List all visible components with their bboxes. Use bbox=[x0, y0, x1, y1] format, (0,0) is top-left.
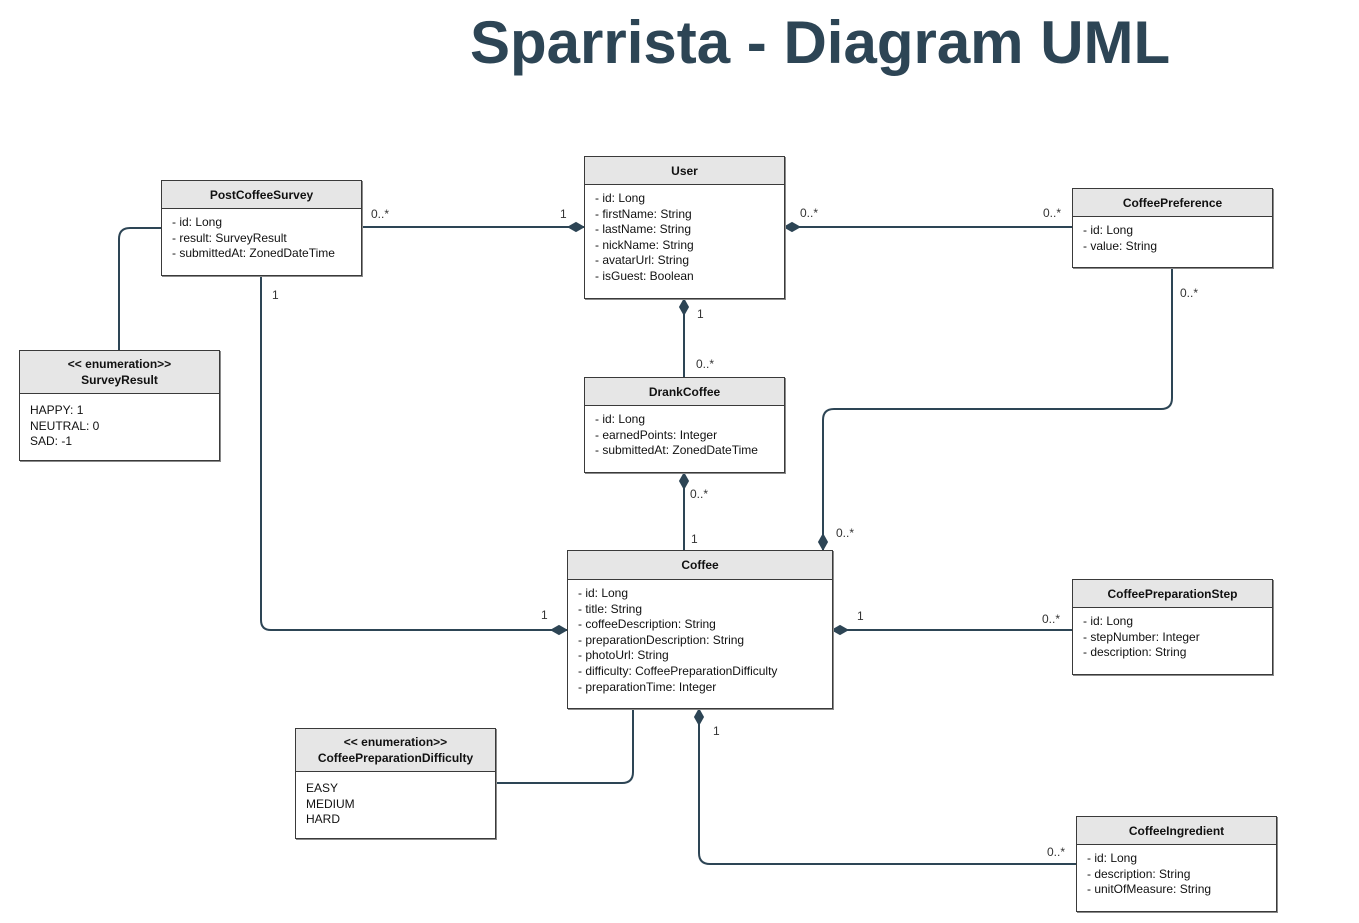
class-drank-coffee[interactable]: DrankCoffee - id: Long - earnedPoints: I… bbox=[584, 377, 785, 473]
enum-survey-result-header: << enumeration>> SurveyResult bbox=[20, 351, 219, 394]
enum-value: SAD: -1 bbox=[30, 434, 73, 449]
enum-coffee-preparation-difficulty[interactable]: << enumeration>> CoffeePreparationDiffic… bbox=[295, 728, 496, 839]
attribute: - unitOfMeasure: String bbox=[1087, 882, 1212, 897]
attribute: - value: String bbox=[1083, 238, 1158, 253]
enum-value: NEUTRAL: 0 bbox=[30, 418, 100, 433]
multiplicity-label: 1 bbox=[697, 307, 704, 321]
attribute: - id: Long bbox=[578, 586, 629, 600]
class-coffee[interactable]: Coffee - id: Long - title: String - coff… bbox=[567, 550, 833, 709]
composition-diamond-user-bottom bbox=[678, 297, 690, 317]
class-coffee-preparation-step[interactable]: CoffeePreparationStep - id: Long - stepN… bbox=[1072, 579, 1273, 675]
enum-survey-result-name: SurveyResult bbox=[81, 373, 158, 387]
enum-coffee-preparation-difficulty-name: CoffeePreparationDifficulty bbox=[317, 751, 474, 765]
class-coffee-preference[interactable]: CoffeePreference - id: Long - value: Str… bbox=[1072, 188, 1273, 268]
attribute: - id: Long bbox=[172, 215, 223, 229]
multiplicity-label: 1 bbox=[272, 288, 279, 302]
class-coffee-name: Coffee bbox=[568, 551, 832, 580]
attribute: - firstName: String bbox=[595, 206, 692, 221]
class-user[interactable]: User - id: Long - firstName: String - la… bbox=[584, 156, 785, 299]
composition-diamond-user-left bbox=[566, 221, 586, 233]
attribute: - photoUrl: String bbox=[578, 648, 669, 663]
class-drank-coffee-attributes: - id: Long - earnedPoints: Integer - sub… bbox=[585, 406, 784, 459]
multiplicity-label: 0..* bbox=[1043, 206, 1062, 220]
multiplicity-label: 0..* bbox=[1047, 845, 1066, 859]
multiplicity-label: 0..* bbox=[371, 207, 390, 221]
class-drank-coffee-name: DrankCoffee bbox=[585, 378, 784, 406]
attribute: - id: Long bbox=[595, 191, 646, 205]
class-coffee-preparation-step-attributes: - id: Long - stepNumber: Integer - descr… bbox=[1073, 608, 1272, 661]
class-coffee-preference-name: CoffeePreference bbox=[1073, 189, 1272, 217]
multiplicity-label: 0..* bbox=[800, 206, 819, 220]
class-coffee-preference-attributes: - id: Long - value: String bbox=[1073, 217, 1272, 254]
attribute: - coffeeDescription: String bbox=[578, 617, 716, 632]
class-post-coffee-survey[interactable]: PostCoffeeSurvey - id: Long - result: Su… bbox=[161, 180, 362, 276]
multiplicity-label: 1 bbox=[857, 609, 864, 623]
attribute: - id: Long bbox=[1083, 614, 1134, 628]
attribute: - lastName: String bbox=[595, 222, 692, 237]
attribute: - description: String bbox=[1087, 866, 1191, 881]
multiplicity-label: 0..* bbox=[690, 487, 709, 501]
enum-survey-result-values: HAPPY: 1 NEUTRAL: 0 SAD: -1 bbox=[20, 394, 219, 450]
class-coffee-ingredient-name: CoffeeIngredient bbox=[1077, 817, 1276, 845]
enum-coffee-preparation-difficulty-values: EASY MEDIUM HARD bbox=[296, 772, 495, 828]
composition-diamond-coffee-left bbox=[549, 624, 569, 636]
enum-stereotype: << enumeration>> bbox=[67, 357, 172, 371]
attribute: - title: String bbox=[578, 601, 643, 616]
attribute: - result: SurveyResult bbox=[172, 230, 287, 245]
class-coffee-attributes: - id: Long - title: String - coffeeDescr… bbox=[568, 580, 832, 695]
attribute: - isGuest: Boolean bbox=[595, 268, 694, 283]
page-title: Sparrista - Diagram UML bbox=[470, 9, 1171, 76]
attribute: - preparationDescription: String bbox=[578, 632, 745, 647]
composition-diamond-coffee-right bbox=[830, 624, 850, 636]
multiplicity-label: 1 bbox=[691, 532, 698, 546]
class-user-attributes: - id: Long - firstName: String - lastNam… bbox=[585, 185, 784, 285]
class-user-name: User bbox=[585, 157, 784, 185]
association-ingredient-coffee bbox=[698, 709, 1076, 865]
attribute: - submittedAt: ZonedDateTime bbox=[172, 246, 335, 261]
enum-value: HAPPY: 1 bbox=[30, 403, 84, 417]
class-coffee-ingredient[interactable]: CoffeeIngredient - id: Long - descriptio… bbox=[1076, 816, 1277, 912]
multiplicity-label: 0..* bbox=[836, 526, 855, 540]
association-survey-enum bbox=[118, 227, 162, 351]
attribute: - submittedAt: ZonedDateTime bbox=[595, 443, 758, 458]
class-coffee-preparation-step-name: CoffeePreparationStep bbox=[1073, 580, 1272, 608]
enum-survey-result[interactable]: << enumeration>> SurveyResult HAPPY: 1 N… bbox=[19, 350, 220, 461]
enum-value: HARD bbox=[306, 812, 341, 827]
composition-diamond-user-right bbox=[782, 221, 802, 233]
attribute: - description: String bbox=[1083, 645, 1187, 660]
enum-value: MEDIUM bbox=[306, 796, 355, 811]
class-post-coffee-survey-name: PostCoffeeSurvey bbox=[162, 181, 361, 209]
class-coffee-ingredient-attributes: - id: Long - description: String - unitO… bbox=[1077, 845, 1276, 898]
attribute: - stepNumber: Integer bbox=[1083, 629, 1200, 644]
association-survey-coffee bbox=[260, 276, 567, 631]
enum-coffee-preparation-difficulty-header: << enumeration>> CoffeePreparationDiffic… bbox=[296, 729, 495, 772]
multiplicity-label: 1 bbox=[713, 724, 720, 738]
attribute: - preparationTime: Integer bbox=[578, 679, 717, 694]
multiplicity-label: 1 bbox=[560, 207, 567, 221]
multiplicity-label: 0..* bbox=[1180, 286, 1199, 300]
attribute: - id: Long bbox=[1087, 851, 1138, 865]
association-difficulty-coffee bbox=[495, 709, 634, 784]
attribute: - avatarUrl: String bbox=[595, 253, 690, 268]
composition-diamond-drank-bottom bbox=[678, 471, 690, 491]
multiplicity-label: 1 bbox=[541, 608, 548, 622]
composition-diamond-coffee-bottom bbox=[693, 707, 705, 727]
enum-stereotype: << enumeration>> bbox=[343, 735, 448, 749]
attribute: - id: Long bbox=[595, 412, 646, 426]
attribute: - earnedPoints: Integer bbox=[595, 427, 718, 442]
attribute: - nickName: String bbox=[595, 237, 694, 252]
association-preference-coffee bbox=[822, 268, 1173, 550]
class-post-coffee-survey-attributes: - id: Long - result: SurveyResult - subm… bbox=[162, 209, 361, 262]
multiplicity-label: 0..* bbox=[1042, 612, 1061, 626]
attribute: - id: Long bbox=[1083, 223, 1134, 237]
attribute: - difficulty: CoffeePreparationDifficult… bbox=[578, 663, 778, 678]
multiplicity-label: 0..* bbox=[696, 357, 715, 371]
composition-diamond-coffee-top bbox=[817, 532, 829, 552]
enum-value: EASY bbox=[306, 781, 339, 795]
